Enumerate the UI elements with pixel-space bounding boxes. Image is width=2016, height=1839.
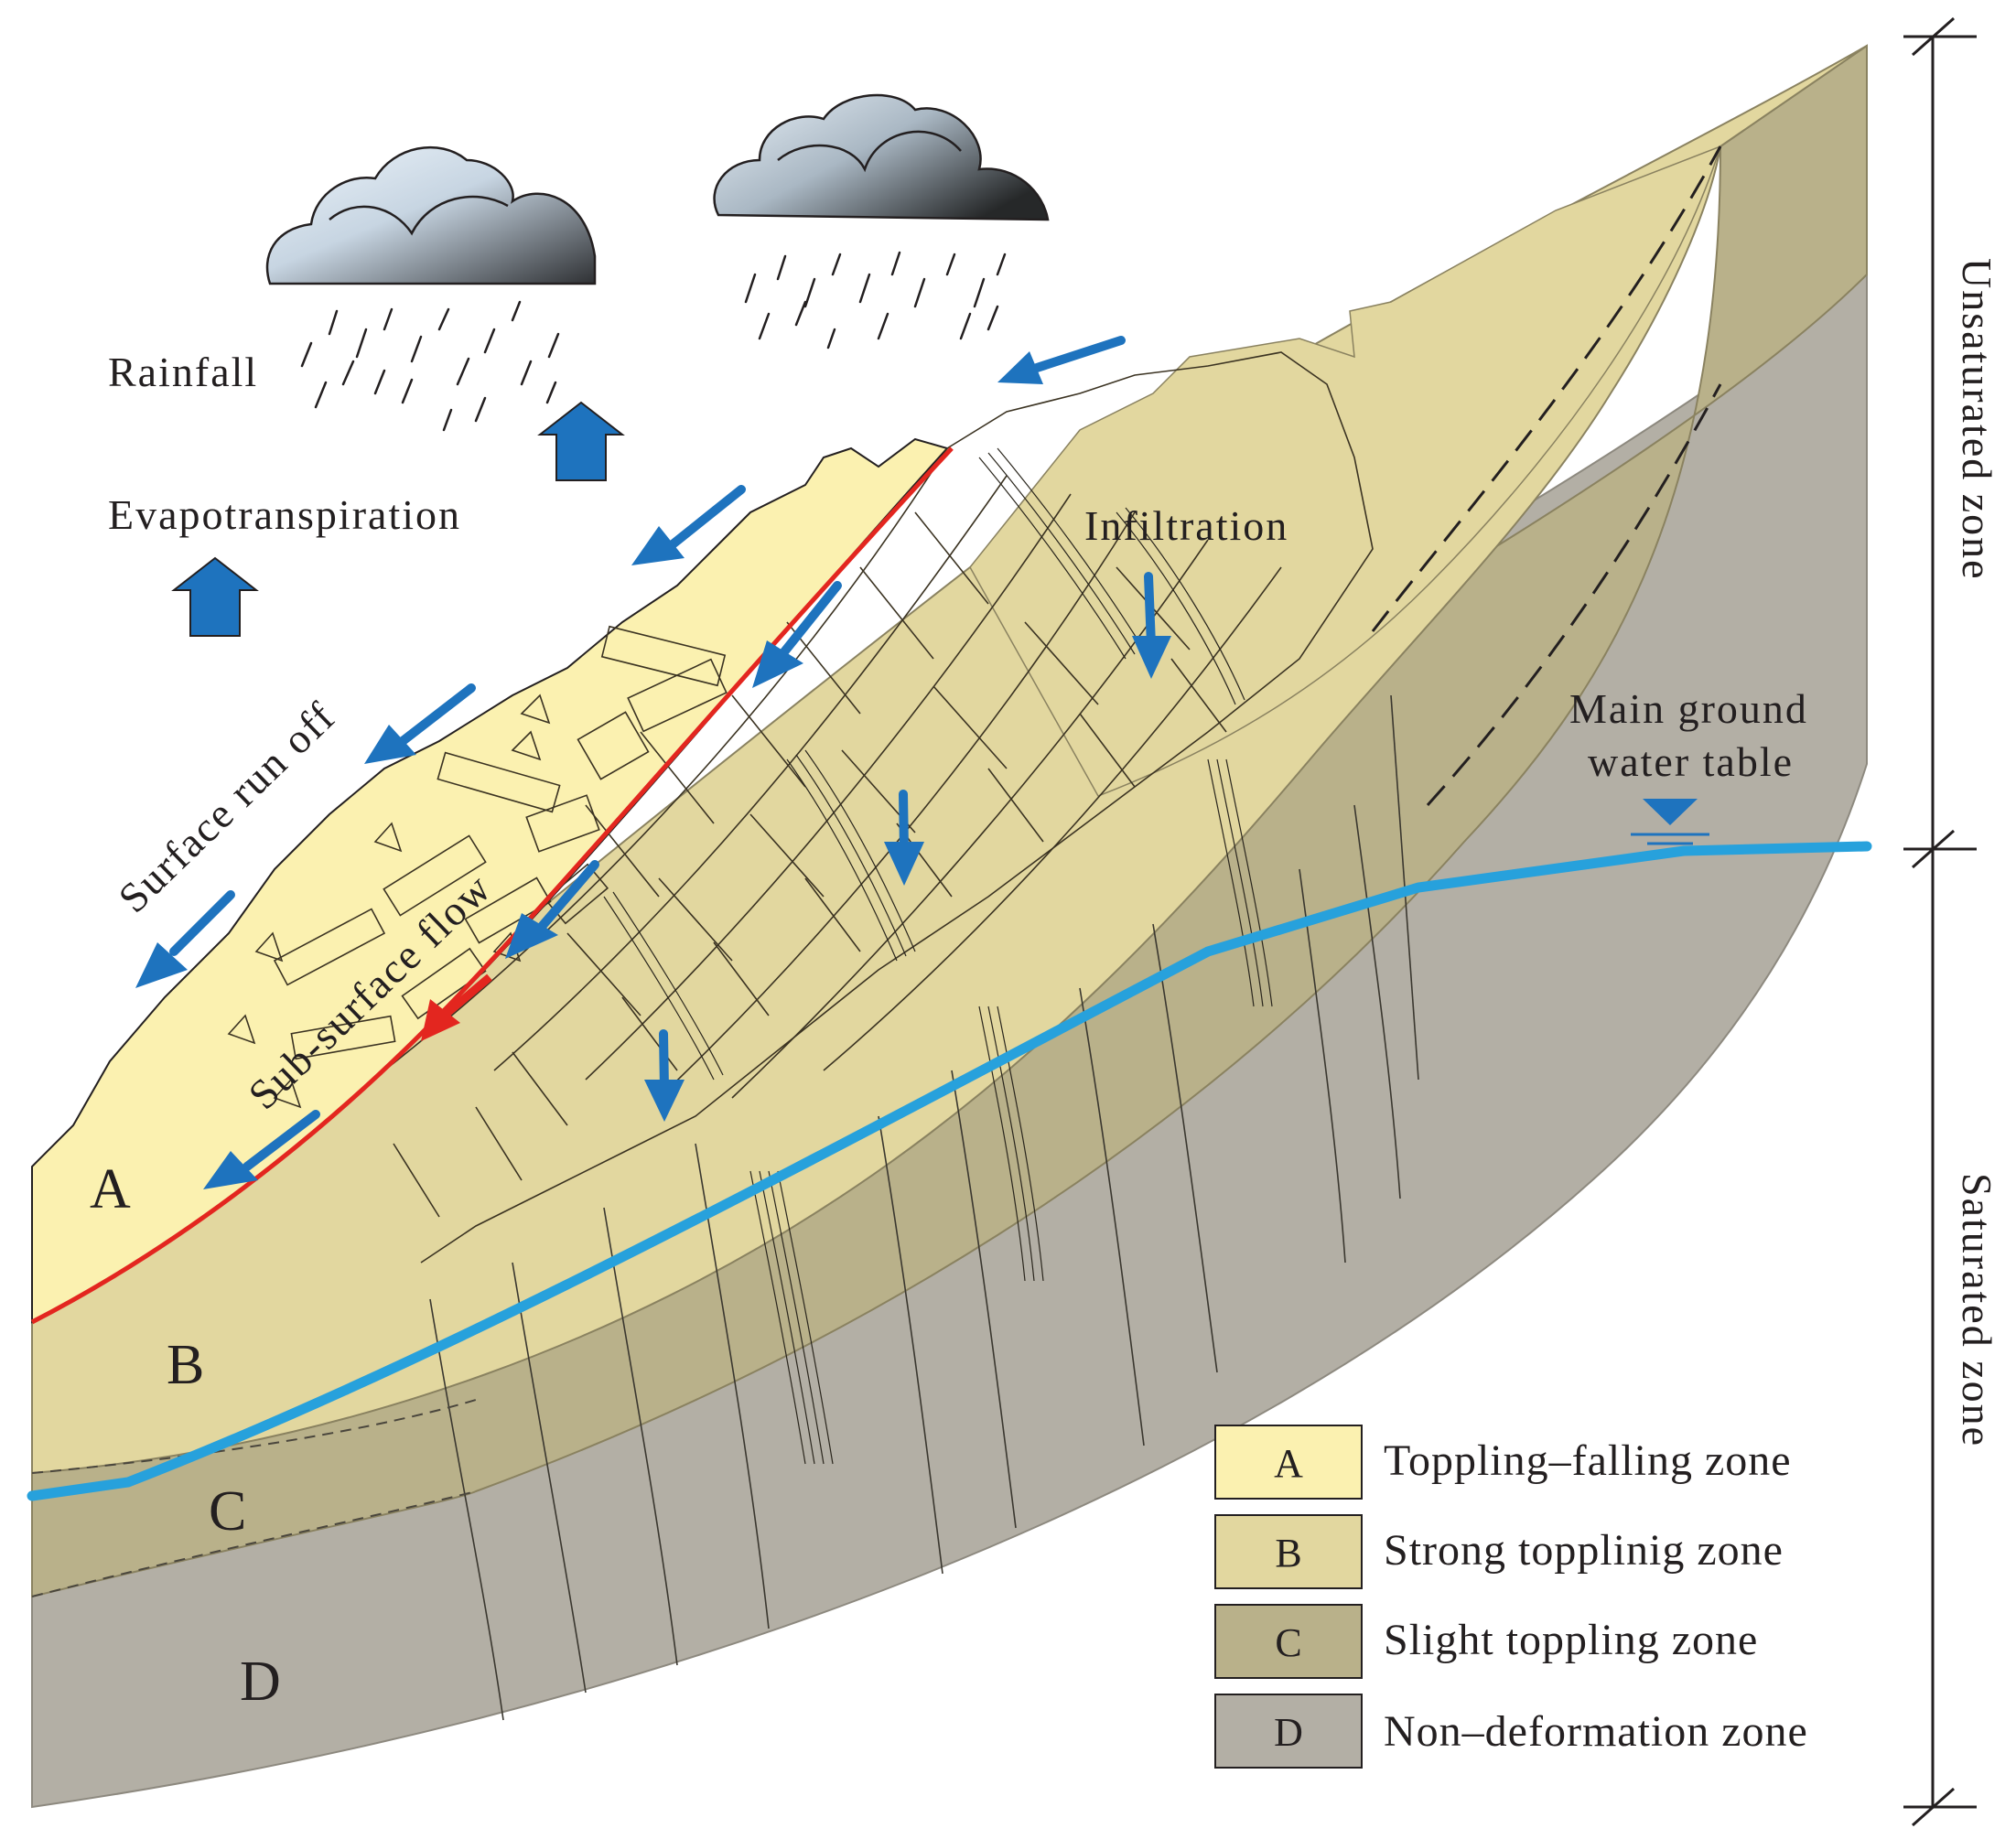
legend: A Toppling–falling zone B Strong topplin… bbox=[1214, 1425, 1808, 1769]
water-table-symbol-icon bbox=[1631, 799, 1709, 845]
saturated-zone-label: Saturated zone bbox=[1954, 1173, 2000, 1447]
legend-label-c: Slight toppling zone bbox=[1384, 1616, 1758, 1664]
legend-label-a: Toppling–falling zone bbox=[1384, 1436, 1792, 1485]
flow-arrow-icon bbox=[631, 526, 685, 565]
zone-a-debris bbox=[227, 625, 728, 1109]
legend-item-b: B Strong topplinig zone bbox=[1214, 1514, 1784, 1589]
legend-item-a: A Toppling–falling zone bbox=[1214, 1425, 1792, 1500]
flow-arrows bbox=[135, 336, 1171, 1189]
cloud-icon bbox=[713, 93, 1050, 221]
unsaturated-zone-label: Unsaturated zone bbox=[1954, 258, 2000, 581]
legend-key-b: B bbox=[1275, 1531, 1301, 1576]
zone-d-label: D bbox=[240, 1651, 281, 1713]
zone-boundaries bbox=[1371, 145, 1722, 807]
legend-label-b: Strong topplinig zone bbox=[1384, 1526, 1784, 1575]
lower-boundaries bbox=[31, 1399, 477, 1597]
rainfall-label: Rainfall bbox=[108, 349, 258, 395]
flow-arrow-icon bbox=[752, 640, 803, 688]
legend-label-d: Non–deformation zone bbox=[1384, 1707, 1808, 1756]
evaporation-arrow-icon bbox=[171, 556, 259, 637]
legend-key-d: D bbox=[1274, 1710, 1303, 1755]
rain-icon bbox=[300, 251, 1007, 432]
flow-arrow-icon bbox=[884, 842, 924, 886]
flow-arrow-icon bbox=[135, 942, 188, 988]
zone-b-label: B bbox=[167, 1334, 204, 1396]
zone-scale-bar bbox=[1903, 16, 1977, 1827]
water-table-line bbox=[27, 841, 1872, 1501]
flow-arrow-icon bbox=[644, 1080, 685, 1122]
cloud-icon bbox=[265, 146, 597, 285]
flow-arrow-icon bbox=[1132, 636, 1171, 679]
evaporation-arrow-icon bbox=[537, 401, 625, 481]
zone-a-label: A bbox=[90, 1158, 131, 1221]
infiltration-label: Infiltration bbox=[1084, 502, 1288, 549]
legend-key-c: C bbox=[1275, 1620, 1301, 1665]
legend-item-c: C Slight toppling zone bbox=[1214, 1604, 1758, 1679]
joint-bundles bbox=[603, 447, 1273, 1465]
main-ground-water-table-label-line2: water table bbox=[1588, 738, 1794, 785]
zone-b-blocks bbox=[383, 351, 1374, 1264]
flow-arrow-icon bbox=[505, 913, 558, 959]
evapotranspiration-label: Evapotranspiration bbox=[108, 491, 461, 538]
zone-c-label: C bbox=[209, 1480, 246, 1543]
main-ground-water-table-label-line1: Main ground bbox=[1569, 685, 1808, 732]
legend-item-d: D Non–deformation zone bbox=[1214, 1694, 1808, 1769]
legend-key-a: A bbox=[1274, 1441, 1303, 1486]
flow-arrow-icon bbox=[203, 1151, 258, 1189]
flow-arrow-icon bbox=[997, 351, 1043, 384]
subsurface-flow-red-arrow bbox=[421, 973, 492, 1041]
flow-arrow-icon bbox=[364, 725, 416, 764]
